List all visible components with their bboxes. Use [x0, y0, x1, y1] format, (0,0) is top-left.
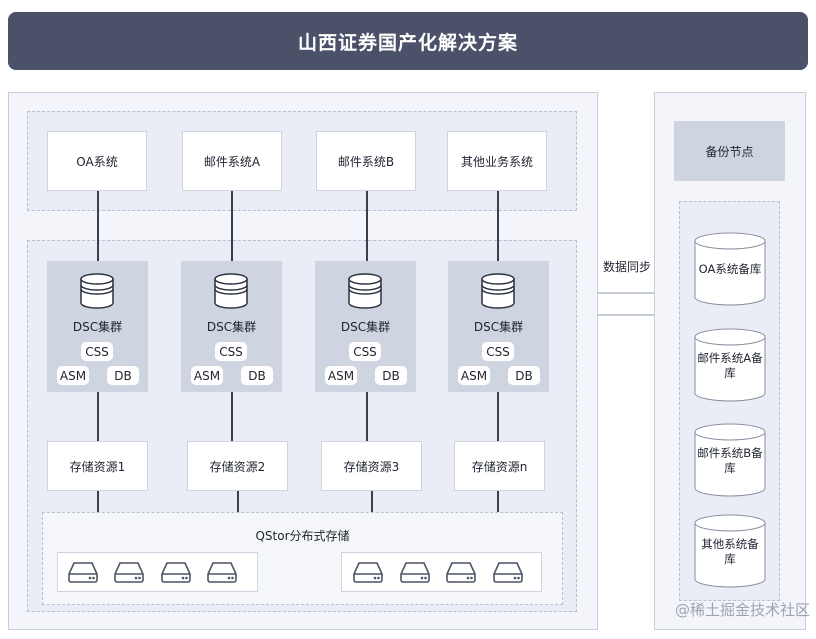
backup-db-label: 邮件系统A备库 — [697, 351, 763, 380]
connector-line — [97, 392, 99, 441]
database-icon — [481, 273, 515, 309]
database-cylinder-icon — [694, 232, 766, 306]
backup-db-label: 其他系统备库 — [701, 537, 759, 566]
database-icon — [80, 273, 114, 309]
connector-line — [237, 491, 239, 512]
backup-db-label: 邮件系统B备库 — [697, 446, 763, 475]
storage-node-group-left — [57, 552, 258, 592]
css-badge: CSS — [81, 342, 113, 361]
asm-badge: ASM — [191, 366, 223, 385]
database-icon — [348, 273, 382, 309]
storage-resource-2[interactable]: 存储资源2 — [187, 441, 288, 491]
qstor-label: QStor分布式存储 — [255, 529, 350, 543]
storage-resource-label: 存储资源n — [471, 459, 528, 474]
hard-drive-icon — [161, 562, 191, 583]
hard-drive-icon — [207, 562, 237, 583]
connector-line — [97, 491, 99, 512]
storage-resource-label: 存储资源2 — [209, 459, 266, 474]
backup-node-title: 备份节点 — [674, 121, 785, 181]
storage-resource-1[interactable]: 存储资源1 — [47, 441, 148, 491]
cluster-label: DSC集群 — [72, 320, 123, 334]
connector-line — [497, 191, 499, 261]
data-sync-label: 数据同步 — [602, 260, 651, 274]
storage-resource-label: 存储资源1 — [69, 459, 126, 474]
asm-badge: ASM — [325, 366, 357, 385]
storage-resource-label: 存储资源3 — [343, 459, 400, 474]
dsc-cluster-3[interactable]: DSC集群 CSS ASM DB — [315, 261, 416, 392]
app-other-business-system[interactable]: 其他业务系统 — [447, 131, 547, 191]
hard-drive-icon — [400, 562, 430, 583]
connector-line — [366, 191, 368, 261]
connector-line — [497, 392, 499, 441]
watermark: @稀土掘金技术社区 — [674, 601, 810, 619]
sync-line — [598, 292, 654, 294]
app-label: 邮件系统B — [337, 154, 395, 169]
dsc-cluster-4[interactable]: DSC集群 CSS ASM DB — [448, 261, 549, 392]
backup-db-other[interactable]: 其他系统备库 — [694, 514, 766, 588]
connector-line — [231, 191, 233, 261]
connector-line — [366, 392, 368, 441]
backup-db-mail-b[interactable]: 邮件系统B备库 — [694, 423, 766, 497]
asm-badge: ASM — [458, 366, 490, 385]
dsc-cluster-2[interactable]: DSC集群 CSS ASM DB — [181, 261, 282, 392]
hard-drive-icon — [493, 562, 523, 583]
db-badge: DB — [241, 366, 273, 385]
hard-drive-icon — [353, 562, 383, 583]
backup-db-mail-a[interactable]: 邮件系统A备库 — [694, 328, 766, 402]
backup-db-label: OA系统备库 — [698, 262, 762, 276]
db-badge: DB — [508, 366, 540, 385]
database-cylinder-icon — [694, 328, 766, 402]
app-label: OA系统 — [76, 154, 118, 169]
database-icon — [214, 273, 248, 309]
connector-line — [231, 392, 233, 441]
hard-drive-icon — [114, 562, 144, 583]
cluster-label: DSC集群 — [340, 320, 391, 334]
css-badge: CSS — [349, 342, 381, 361]
hard-drive-icon — [446, 562, 476, 583]
css-badge: CSS — [482, 342, 514, 361]
connector-line — [97, 191, 99, 261]
app-mail-system-b[interactable]: 邮件系统B — [316, 131, 416, 191]
sync-line — [598, 314, 654, 316]
diagram-title: 山西证券国产化解决方案 — [8, 12, 808, 70]
dsc-cluster-1[interactable]: DSC集群 CSS ASM DB — [47, 261, 148, 392]
app-label: 其他业务系统 — [460, 154, 533, 169]
css-badge: CSS — [215, 342, 247, 361]
connector-line — [371, 491, 373, 512]
database-cylinder-icon — [694, 423, 766, 497]
storage-node-group-right — [341, 552, 542, 592]
db-badge: DB — [375, 366, 407, 385]
hard-drive-icon — [68, 562, 98, 583]
backup-db-oa[interactable]: OA系统备库 — [694, 232, 766, 306]
app-mail-system-a[interactable]: 邮件系统A — [182, 131, 282, 191]
app-oa-system[interactable]: OA系统 — [47, 131, 147, 191]
asm-badge: ASM — [57, 366, 89, 385]
db-badge: DB — [107, 366, 139, 385]
cluster-label: DSC集群 — [473, 320, 524, 334]
storage-resource-n[interactable]: 存储资源n — [454, 441, 545, 491]
cluster-label: DSC集群 — [206, 320, 257, 334]
storage-resource-3[interactable]: 存储资源3 — [321, 441, 422, 491]
connector-line — [497, 491, 499, 512]
database-cylinder-icon — [694, 514, 766, 588]
app-label: 邮件系统A — [203, 154, 261, 169]
